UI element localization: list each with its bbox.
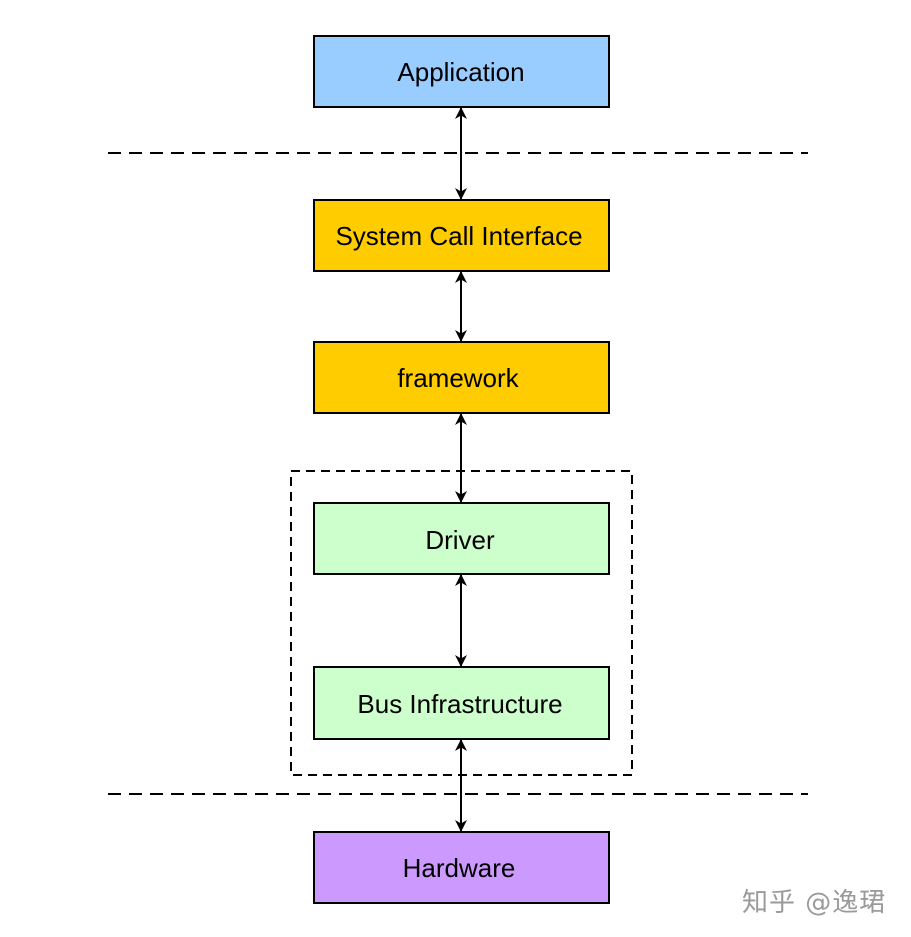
application-box: Application (313, 35, 610, 108)
watermark: 知乎 @逸珺 (742, 888, 887, 918)
syscall-interface-box: System Call Interface (313, 199, 610, 272)
bus-infrastructure-box: Bus Infrastructure (313, 666, 610, 740)
driver-box-rect (313, 502, 610, 575)
application-box-rect (313, 35, 610, 108)
bus-infrastructure-box-rect (313, 666, 610, 740)
framework-box-rect (313, 341, 610, 414)
application-label: Application (397, 57, 524, 87)
syscall-interface-box-rect (313, 199, 610, 272)
driver-label: Driver (425, 525, 495, 555)
hardware-box: Hardware (313, 831, 610, 904)
driver-box: Driver (313, 502, 610, 575)
hardware-label: Hardware (403, 853, 516, 883)
framework-box: framework (313, 341, 610, 414)
syscall-interface-label: System Call Interface (335, 221, 582, 251)
hardware-box-rect (313, 831, 610, 904)
bus-infrastructure-label: Bus Infrastructure (357, 689, 562, 719)
framework-label: framework (397, 363, 519, 393)
